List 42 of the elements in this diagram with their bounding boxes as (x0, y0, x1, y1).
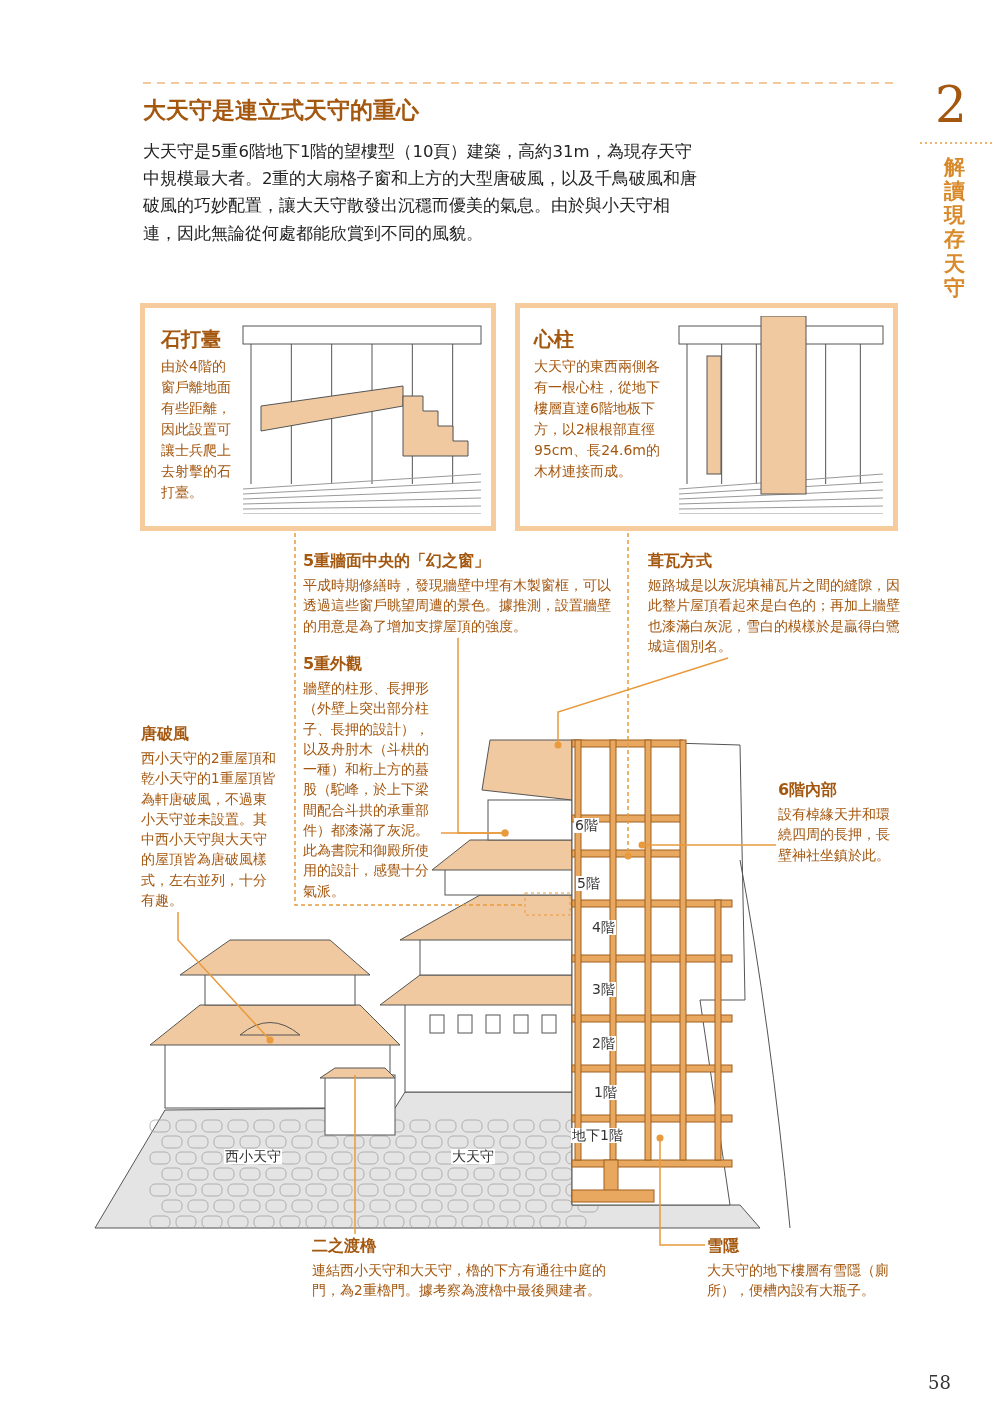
leader-line (656, 1134, 706, 1246)
callout-heading: 二之渡櫓 (312, 1236, 377, 1257)
leader-line (177, 911, 274, 1044)
callout-heading: 5重牆面中央的「幻之窗」 (303, 551, 492, 572)
page-title: 大天守是連立式天守的重心 (143, 96, 419, 125)
callout-text: 設有棹緣天井和環繞四周的長押，長壁神社坐鎮於此。 (778, 805, 891, 865)
callout-heading: 石打臺 (161, 326, 222, 353)
leader-line (354, 1074, 356, 1235)
callout-text: 西小天守的2重屋頂和乾小天守的1重屋頂皆為軒唐破風，不過東小天守並未設置。其中西小天守與大天守的屋頂皆為唐破風樣式，左右並列，十分有趣。 (141, 749, 277, 910)
floor-label: 1階 (593, 1085, 618, 1101)
leader-line (624, 532, 632, 860)
callout-text: 姬路城是以灰泥填補瓦片之間的縫隙，因此整片屋頂看起來是白色的；再加上牆壁也漆滿白灰泥，雪白的模樣於是贏得白鷺城這個別名。 (648, 576, 901, 656)
callout-heading: 唐破風 (141, 724, 190, 745)
leader-line (554, 657, 729, 749)
callout-heading: 6階內部 (778, 780, 839, 801)
floor-label: 5階 (576, 876, 601, 892)
info-panel (515, 303, 898, 531)
leader-line (440, 829, 509, 837)
floor-label: 地下1階 (571, 1128, 624, 1144)
callout-text: 大天守的地下樓層有雪隱（廁所），便槽內設有大瓶子。 (707, 1261, 890, 1301)
info-panel (140, 303, 496, 531)
page-number: 58 (928, 1372, 951, 1393)
chapter-number: 2 (935, 80, 967, 130)
floor-label: 3階 (591, 982, 616, 998)
floor-label: 4階 (591, 920, 616, 936)
callout-heading: 雪隱 (707, 1236, 740, 1257)
callout-heading: 5重外觀 (303, 654, 364, 675)
intro-paragraph: 大天守是5重6階地下1階的望樓型（10頁）建築，高約31m，為現存天守中規模最大者。2重的大扇格子窗和上方的大型唐破風，以及千鳥破風和唐破風的巧妙配置，讓大天守散發出沉穩而優美的氣息。由於與小天守相連，因此無論從何處都能欣賞到不同的風貌。 (143, 141, 698, 245)
callout-text: 連結西小天守和大天守，櫓的下方有通往中庭的門，為2重櫓門。據考察為渡櫓中最後興建者。 (312, 1261, 607, 1301)
callout-text: 平成時期修繕時，發現牆壁中埋有木製窗框，可以透過這些窗戶眺望周遭的景色。據推測，設置牆壁的用意是為了增加支撐屋頂的強度。 (303, 576, 612, 636)
callout-text: 大天守的東西兩側各有一根心柱，從地下樓層直達6階地板下方，以2根根部直徑95cm、長24.6m的木材連接而成。 (534, 357, 661, 481)
leader-line (294, 532, 525, 906)
floor-label: 2階 (591, 1036, 616, 1052)
floor-label: 6階 (574, 818, 599, 834)
leader-line (638, 841, 777, 849)
callout-heading: 心柱 (534, 326, 575, 353)
building-label: 大天守 (451, 1149, 495, 1165)
callout-text: 由於4階的窗戶離地面有些距離，因此設置可讓士兵爬上去射擊的石打臺。 (161, 357, 232, 502)
callout-heading: 葺瓦方式 (648, 551, 713, 572)
callout-text: 牆壁的柱形、長押形（外壁上突出部分柱子、長押的設計），以及舟肘木（斗栱的一種）和桁上方的蟇股（駝峰，於上下梁間配合斗拱的承重部件）都漆滿了灰泥。此為書院和御殿所使用的設計，感覺十分氣派。 (303, 679, 430, 901)
building-label: 西小天守 (224, 1149, 282, 1165)
chapter-title: 解讀現存天守 (944, 155, 966, 300)
